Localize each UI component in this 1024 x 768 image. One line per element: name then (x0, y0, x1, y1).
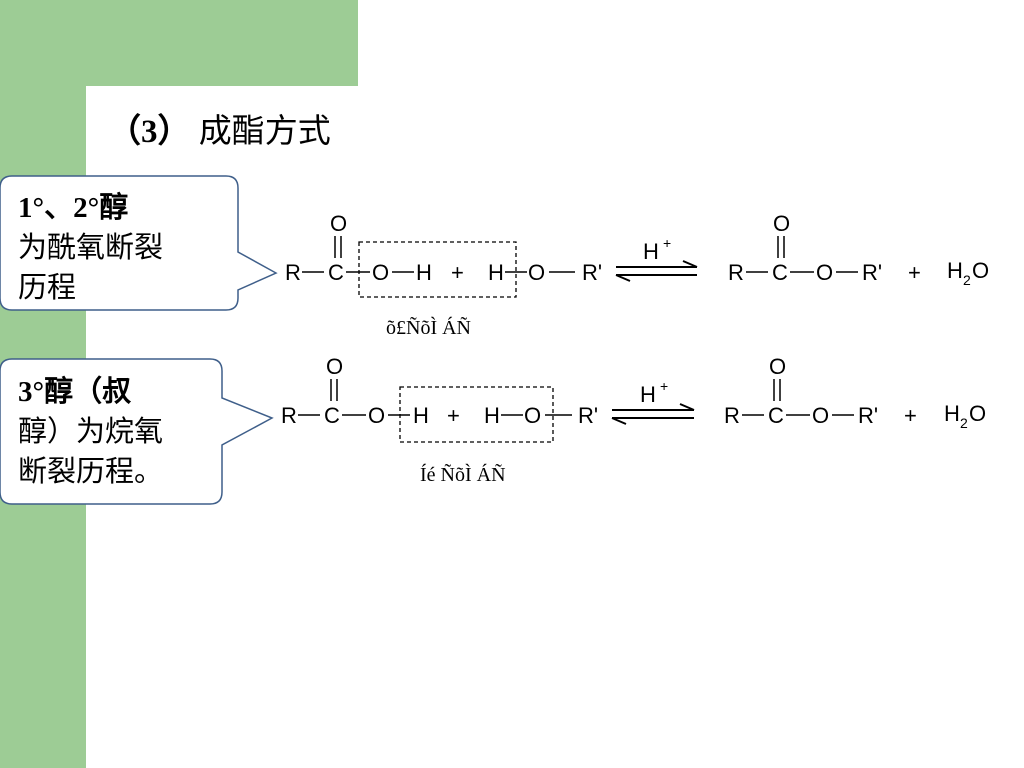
r1-prod-O: O (816, 260, 833, 285)
callout-1-line3: 历程 (18, 272, 77, 304)
title-number: （3） (108, 114, 191, 150)
r2-prod-C: C (768, 403, 784, 428)
r1-C: C (328, 260, 344, 285)
r2-carbonyl-O: O (326, 354, 343, 379)
r2-water-sub: 2 (960, 415, 968, 431)
r1-R: R (285, 260, 301, 285)
r2-H: H (413, 403, 429, 428)
r2-O: O (368, 403, 385, 428)
r1-water-H: H (947, 258, 963, 283)
r2-Rprime: R' (578, 403, 598, 428)
r2-H2: H (484, 403, 500, 428)
r1-plus: + (451, 260, 464, 285)
callout-2-line3: 断裂历程。 (18, 456, 164, 488)
r2-water-O: O (969, 401, 986, 426)
r1-O2: O (528, 260, 545, 285)
r1-O: O (372, 260, 389, 285)
r1-catalyst-charge: + (663, 235, 671, 251)
r1-prod-Rprime: R' (862, 260, 882, 285)
top-accent-bar (86, 0, 358, 86)
callout-2-text: 3°醇（叔 醇）为烷氧 断裂历程。 (18, 372, 163, 492)
r1-water-sub: 2 (963, 272, 971, 288)
title-text: 成酯方式 (198, 114, 331, 150)
r1-Rprime: R' (582, 260, 602, 285)
callout-2-line2: 醇）为烷氧 (18, 416, 164, 448)
r1-cleavage-box (358, 241, 517, 298)
r2-R: R (281, 403, 297, 428)
callout-bubble-1 (0, 175, 278, 311)
r2-prod-O: O (812, 403, 829, 428)
r1-prod-plus: + (908, 260, 921, 285)
callout-1-line1: 1°、2°醇 (18, 192, 129, 224)
r2-O2: O (524, 403, 541, 428)
callout-1-line2: 为酰氧断裂 (18, 232, 164, 264)
r1-prod-carbonyl-O: O (773, 211, 790, 236)
slide-title: （3） 成酯方式 (108, 104, 331, 152)
callout-bubble-2 (0, 358, 274, 505)
r2-water-H: H (944, 401, 960, 426)
r2-prod-Rprime: R' (858, 403, 878, 428)
reaction-1: R C O O H + H O R' H + R C O O R' (285, 211, 989, 339)
r1-H: H (416, 260, 432, 285)
r1-water-O: O (972, 258, 989, 283)
r2-prod-R: R (724, 403, 740, 428)
r2-plus: + (447, 403, 460, 428)
r1-prod-R: R (728, 260, 744, 285)
r2-prod-carbonyl-O: O (769, 354, 786, 379)
r1-prod-C: C (772, 260, 788, 285)
r2-C: C (324, 403, 340, 428)
r2-catalyst-charge: + (660, 378, 668, 394)
callout-2-line1: 3°醇（叔 (18, 376, 132, 408)
r1-carbonyl-O: O (330, 211, 347, 236)
r2-catalyst: H (640, 382, 656, 407)
r1-caption: õ£ÑõÌ ÁÑ (386, 315, 471, 339)
r2-cleavage-box (399, 386, 554, 443)
r1-H2: H (488, 260, 504, 285)
r2-prod-plus: + (904, 403, 917, 428)
callout-1-text: 1°、2°醇 为酰氧断裂 历程 (18, 188, 163, 308)
r1-catalyst: H (643, 239, 659, 264)
r2-caption: Íé ÑõÌ ÁÑ (420, 462, 506, 486)
reaction-2: R C O O H + H O R' H + R C O O R' (281, 354, 986, 486)
